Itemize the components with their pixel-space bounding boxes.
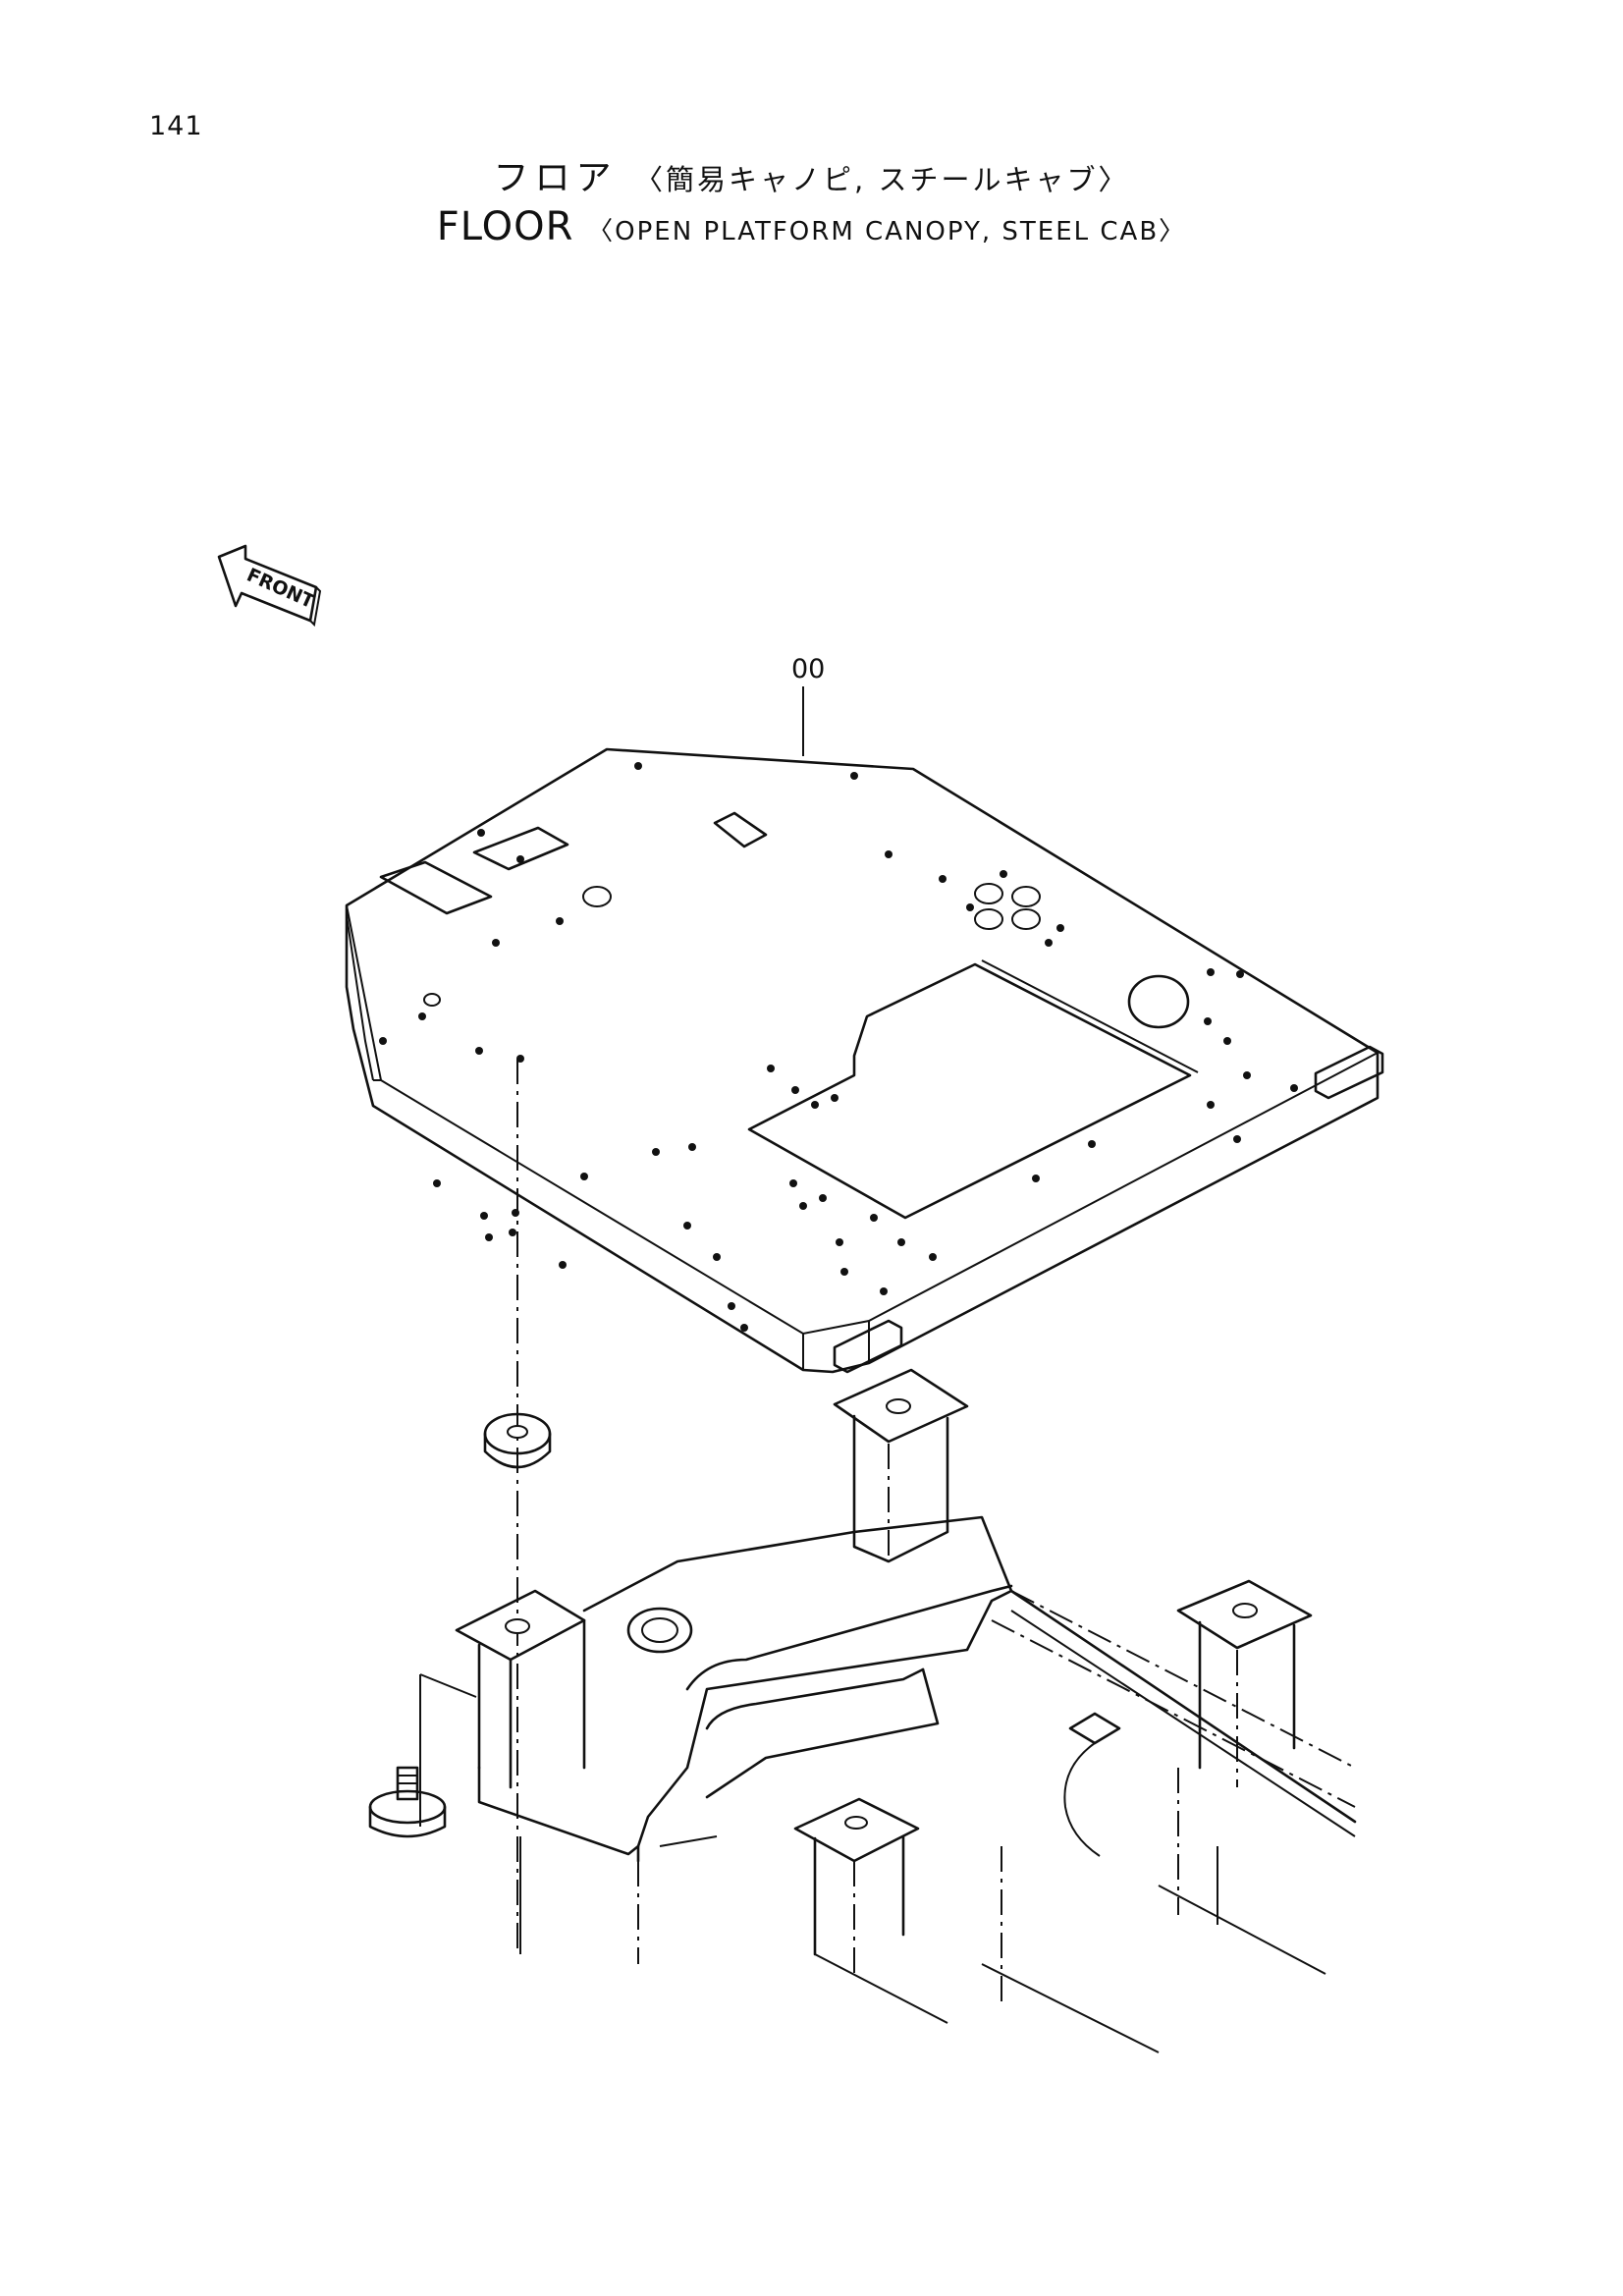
front-label: FRONT: [243, 564, 317, 613]
floor-plate: [345, 747, 1384, 1374]
upper-frame: [455, 1368, 1357, 2053]
title-english: FLOOR 〈OPEN PLATFORM CANOPY, STEEL CAB〉: [0, 204, 1623, 249]
bolt-with-washer: [368, 1673, 477, 1838]
callout-00-label: 00: [791, 654, 825, 684]
title-english-sub: 〈OPEN PLATFORM CANOPY, STEEL CAB〉: [587, 217, 1187, 246]
title-japanese-main: フロア: [493, 158, 618, 198]
title-english-main: FLOOR: [436, 204, 574, 249]
callout-00: 00: [791, 654, 825, 756]
page-number: 141: [149, 111, 203, 141]
title-japanese-sub: 〈簡易キャノピ, スチールキャブ〉: [634, 163, 1130, 196]
mounting-holes: [379, 762, 1298, 1332]
rubber-cushion: [483, 1412, 552, 1469]
front-arrow-icon: FRONT: [217, 544, 322, 628]
title-japanese: フロア 〈簡易キャノピ, スチールキャブ〉: [0, 149, 1623, 200]
